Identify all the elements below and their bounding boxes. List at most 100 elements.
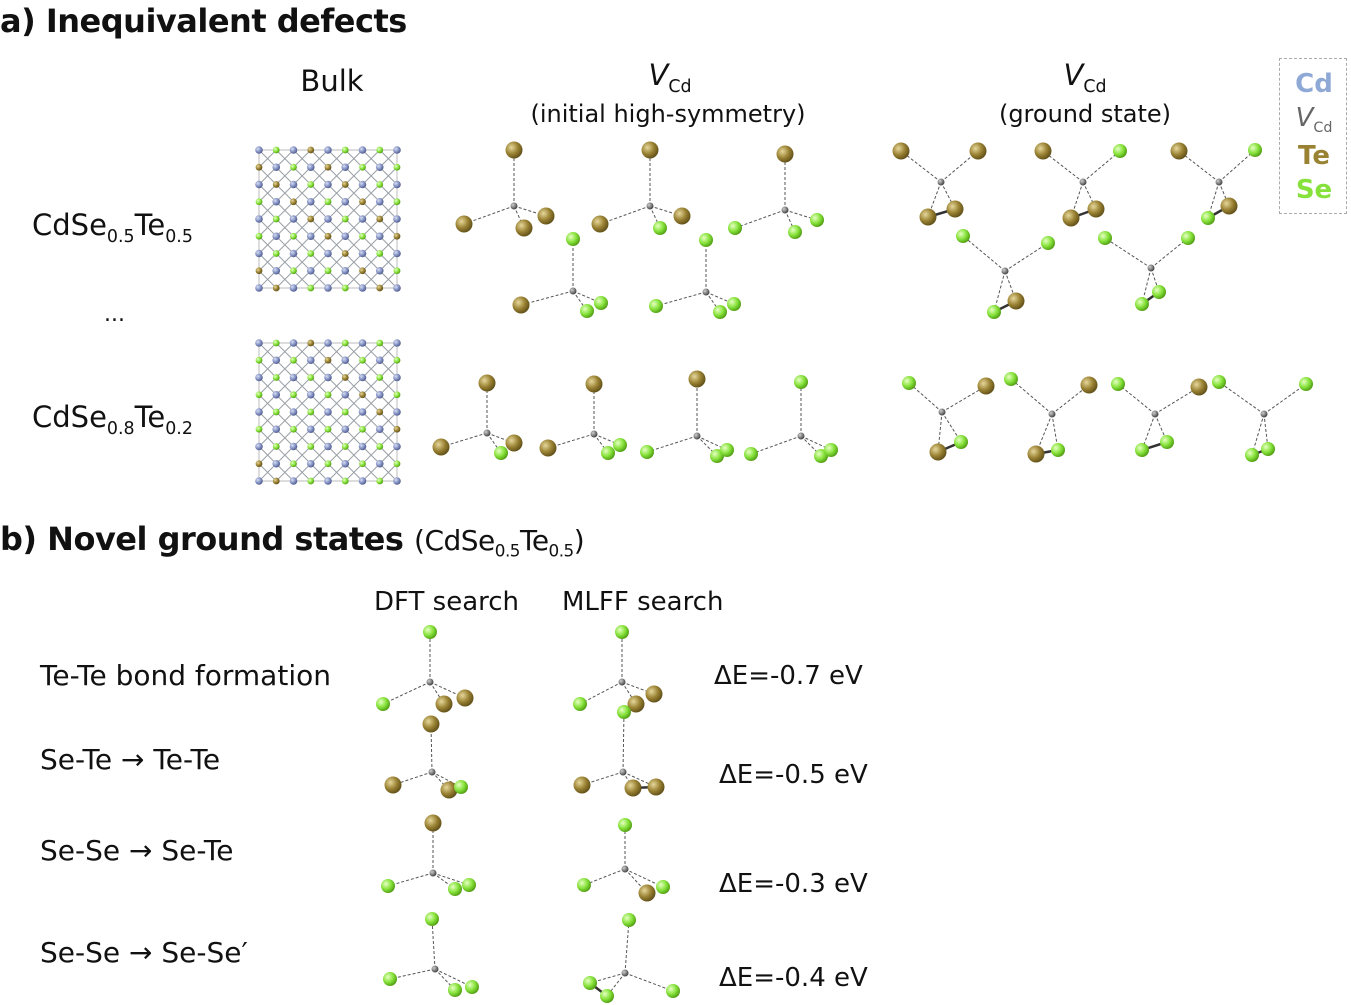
cd-atom (324, 249, 332, 258)
te-atom (384, 776, 402, 794)
te-atom (359, 267, 366, 275)
te-atom (422, 715, 440, 733)
cd-atom (375, 232, 384, 241)
cd-atom (272, 356, 281, 365)
se-atom (666, 984, 680, 998)
se-atom (290, 232, 297, 240)
se-atom (393, 460, 401, 468)
vacancy-site (797, 432, 805, 440)
lattice-bond (344, 359, 363, 378)
b-row-label-0: Te-Te bond formation (40, 659, 331, 692)
cd-atom (375, 163, 384, 172)
vacancy-site (1260, 410, 1268, 418)
cd-atom (393, 249, 401, 258)
lattice-bond (327, 235, 346, 254)
lattice-bond (379, 463, 398, 482)
lattice-bond (310, 359, 329, 378)
lattice-bond (258, 377, 277, 396)
se-atom (1098, 231, 1112, 245)
se-atom (600, 989, 614, 1003)
lattice-bond (310, 149, 329, 168)
vacancy-site (702, 288, 710, 296)
te-atom (505, 141, 523, 159)
lattice-bond (362, 218, 381, 237)
se-atom (1152, 285, 1166, 299)
vacancy-site (621, 865, 629, 873)
lattice-bond (275, 218, 294, 237)
lattice-bond (310, 411, 329, 430)
dashed-bond (1004, 242, 1049, 272)
cd-atom (324, 284, 332, 292)
cd-atom (324, 408, 332, 416)
te-atom (1080, 376, 1098, 394)
cd-atom (289, 180, 298, 189)
lattice-bond (258, 166, 277, 185)
lattice-bond (258, 428, 277, 447)
se-atom (699, 233, 713, 247)
lattice-bond (344, 184, 363, 203)
cd-atom (272, 232, 281, 241)
se-atom (1212, 375, 1226, 389)
te-atom (645, 685, 663, 703)
dashed-bond (624, 919, 630, 974)
dashed-bond (387, 872, 434, 887)
vacancy-site (590, 430, 598, 438)
cd-atom (341, 390, 350, 399)
te-atom (1087, 200, 1105, 218)
se-atom (290, 425, 297, 433)
lattice-bond (310, 463, 329, 482)
se-atom (744, 447, 758, 461)
se-atom (1299, 377, 1313, 391)
lattice-bond (275, 446, 294, 465)
cd-atom (324, 373, 332, 382)
se-atom (393, 356, 401, 364)
se-atom (290, 163, 297, 171)
cd-atom (255, 180, 263, 189)
lattice-bond (327, 411, 346, 430)
cd-atom (306, 390, 315, 399)
se-atom (454, 780, 468, 794)
cd-atom (255, 146, 263, 154)
dashed-bond (389, 968, 436, 980)
se-atom (383, 972, 397, 986)
se-atom (956, 229, 970, 243)
se-atom (1201, 211, 1215, 225)
lattice-bond (293, 394, 312, 413)
cd-atom (272, 390, 281, 399)
lattice-bond (344, 377, 363, 396)
dashed-bond (431, 918, 436, 970)
te-atom (255, 460, 263, 468)
te-atom (1027, 445, 1045, 463)
col-vcd-initial-header: VCd (648, 58, 692, 97)
dashed-bond (750, 435, 802, 455)
te-atom (478, 374, 496, 392)
lattice-bond (275, 166, 294, 185)
dashed-bond (434, 968, 473, 988)
se-atom (272, 215, 280, 223)
dashed-bond (1082, 150, 1121, 183)
se-atom (640, 445, 654, 459)
vacancy-site (781, 206, 789, 214)
se-atom (307, 443, 315, 450)
te-atom (946, 200, 964, 218)
cd-atom (375, 197, 384, 206)
cd-atom (341, 356, 350, 365)
legend-te: Te (1298, 141, 1330, 171)
lattice-bond (275, 149, 294, 168)
row-label-cdse08te02: CdSe0.8Te0.2 (32, 400, 193, 439)
te-atom (515, 219, 533, 237)
se-atom (359, 425, 366, 433)
se-atom (393, 198, 401, 206)
te-atom (1190, 378, 1208, 396)
vacancy-site (569, 287, 577, 295)
te-atom (1062, 209, 1080, 227)
se-atom (255, 198, 263, 206)
se-atom (1135, 297, 1149, 311)
dashed-bond (1263, 383, 1307, 415)
vacancy-site (938, 408, 946, 416)
se-atom (272, 408, 280, 416)
lattice-bond (362, 184, 381, 203)
cd-atom (358, 249, 367, 258)
lattice-bond (344, 201, 363, 220)
